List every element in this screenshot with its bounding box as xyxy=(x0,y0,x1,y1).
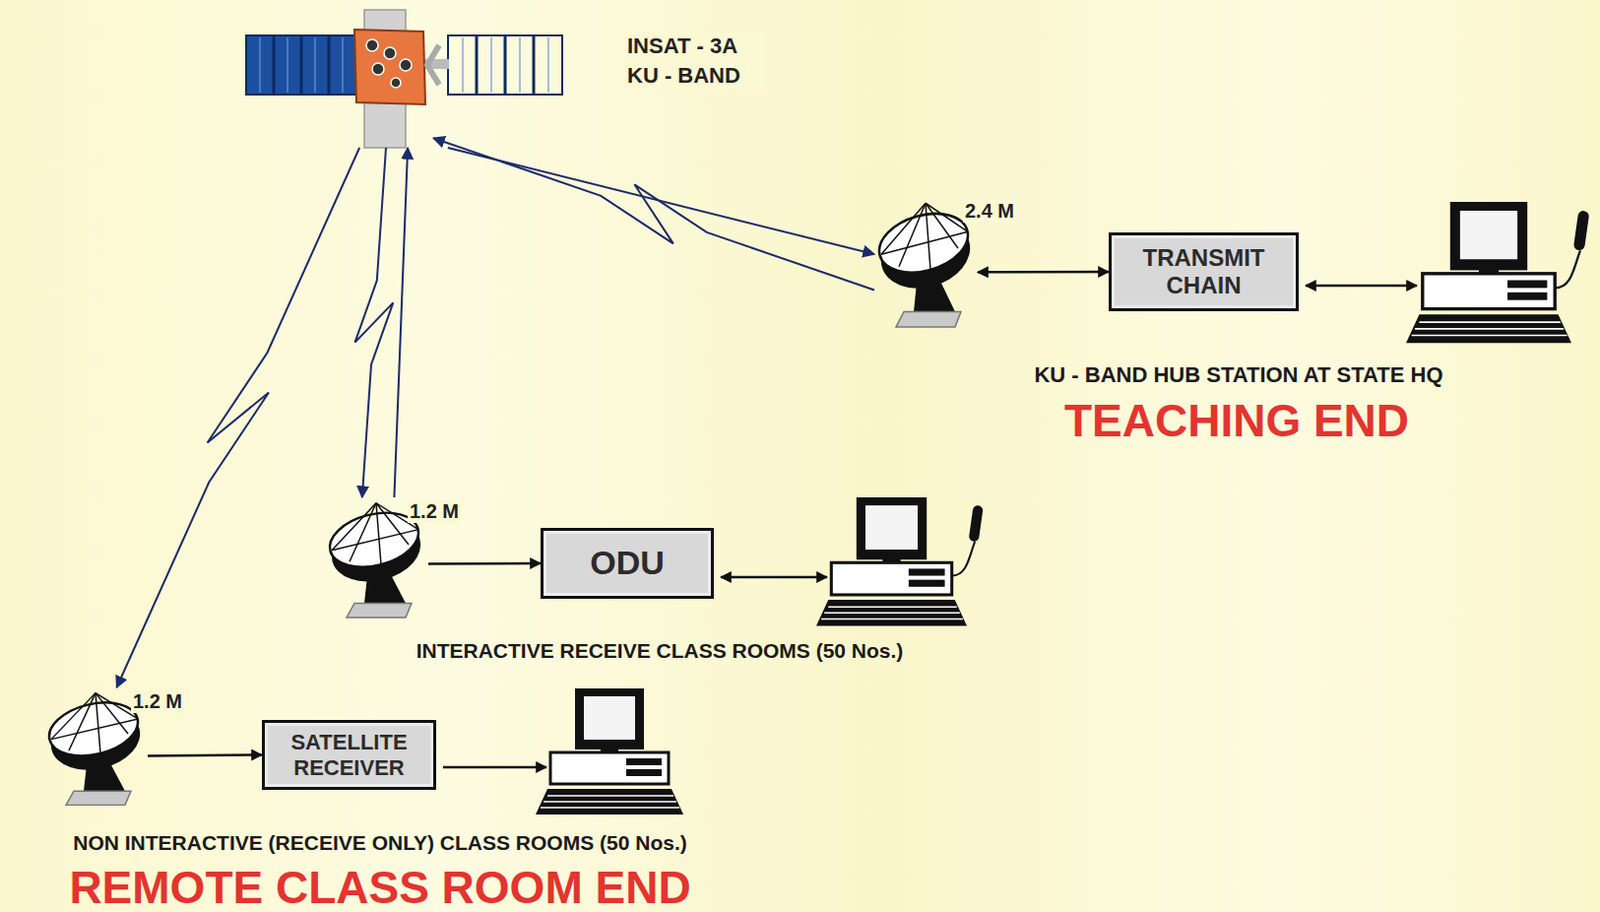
section-heading: TEACHING END xyxy=(1064,397,1409,444)
satellite-link xyxy=(433,137,875,290)
section-heading: REMOTE CLASS ROOM END xyxy=(68,864,691,910)
dish-antenna: 1.2 M xyxy=(44,687,148,808)
dish-antenna: 2.4 M xyxy=(874,196,978,330)
computer-icon xyxy=(1406,201,1590,343)
signal-link xyxy=(977,270,1109,274)
process-box: ODU xyxy=(540,527,714,599)
dish-size: 2.4 M xyxy=(962,198,1017,223)
box-label: SATELLITE RECEIVER xyxy=(280,729,419,780)
satellite: INSAT - 3A KU - BAND xyxy=(246,9,567,148)
satellite-link xyxy=(393,147,408,498)
dish-size: 1.2 M xyxy=(407,499,461,523)
station-caption: NON INTERACTIVE (RECEIVE ONLY) CLASS ROO… xyxy=(72,832,687,853)
satellite-label: INSAT - 3A KU - BAND xyxy=(625,31,768,91)
dish-size: 1.2 M xyxy=(130,689,185,713)
station-caption: INTERACTIVE RECEIVE CLASS ROOMS (50 Nos.… xyxy=(416,640,904,661)
link-arrow xyxy=(720,576,828,579)
satellite-link xyxy=(117,147,361,688)
process-box: SATELLITE RECEIVER xyxy=(261,719,437,790)
station-caption: KU - BAND HUB STATION AT STATE HQ xyxy=(1033,364,1443,386)
box-label: TRANSMIT CHAIN xyxy=(1130,244,1279,299)
link-arrow xyxy=(443,766,547,769)
computer-icon xyxy=(535,688,684,815)
link-arrow xyxy=(1305,284,1417,288)
dish-antenna xyxy=(873,202,978,327)
dish-antenna: 1.2 M xyxy=(324,497,429,621)
satellite-link xyxy=(355,147,394,498)
satellite-illustration xyxy=(246,9,563,148)
signal-link xyxy=(428,562,541,566)
computer-icon xyxy=(816,497,984,627)
signal-link xyxy=(147,755,262,757)
process-box: TRANSMIT CHAIN xyxy=(1108,232,1299,312)
box-label: ODU xyxy=(589,543,665,582)
